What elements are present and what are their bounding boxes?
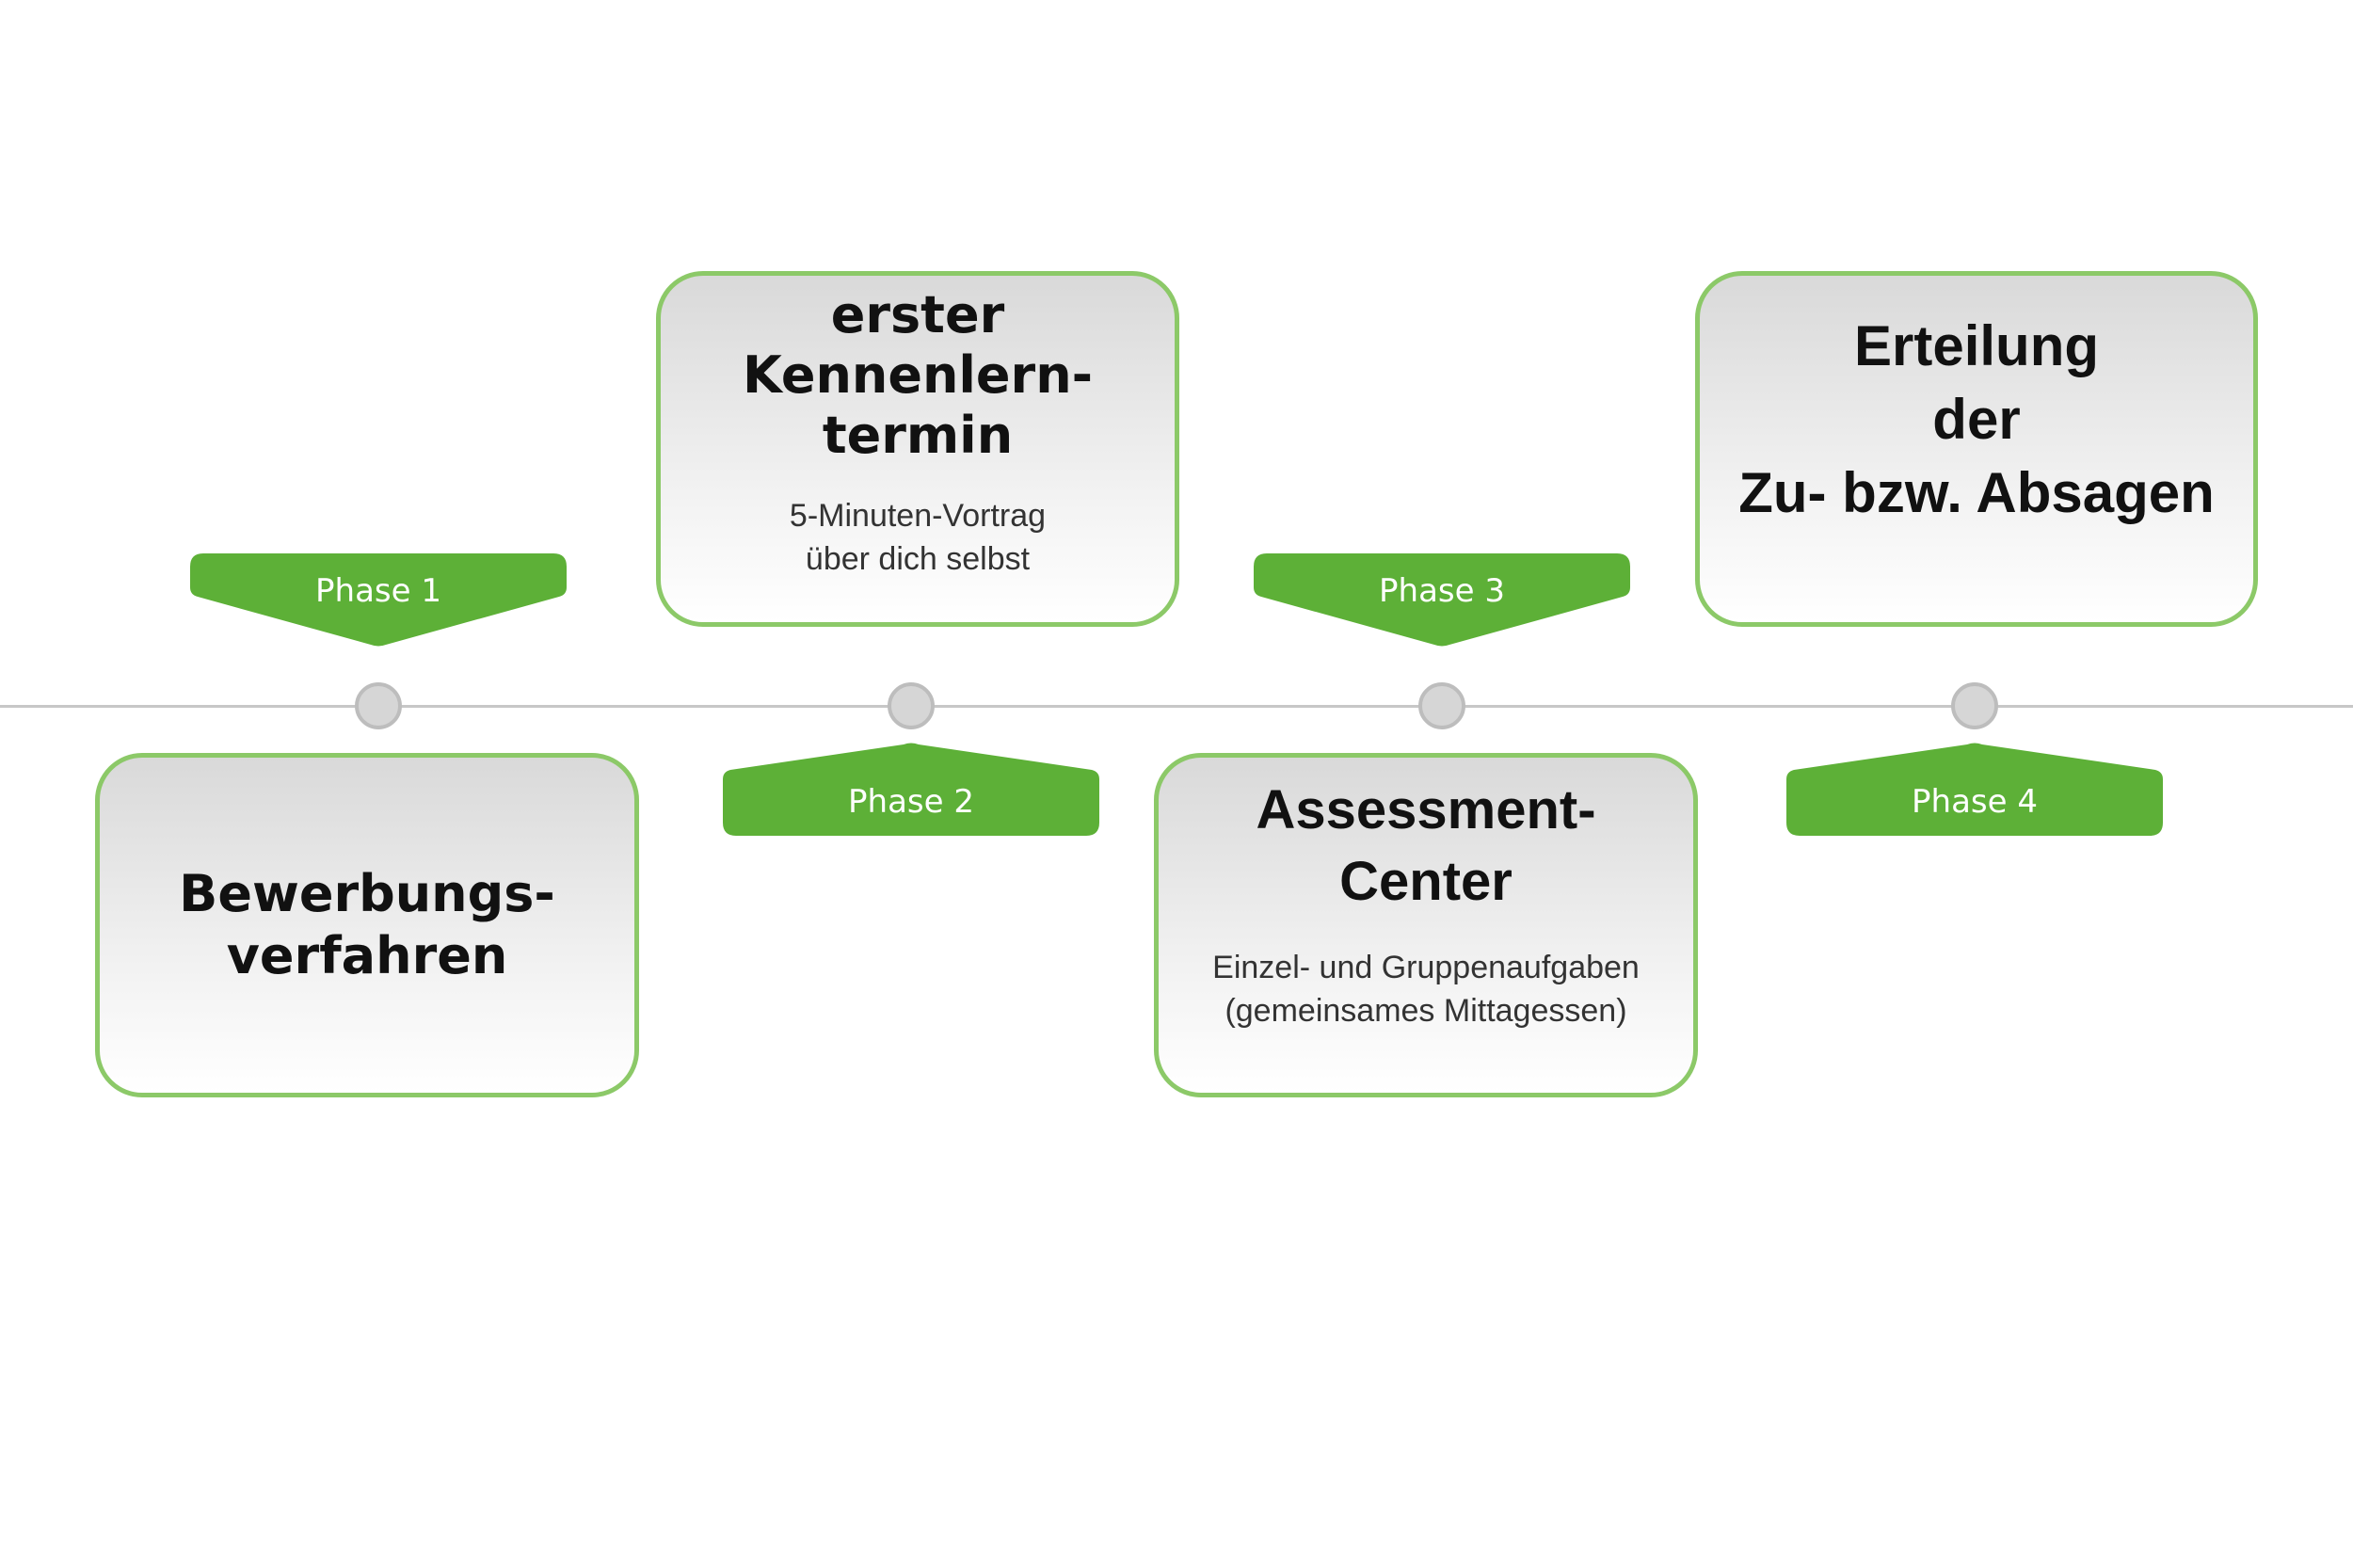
card-title: Assessment- Center bbox=[1256, 779, 1596, 912]
phase-tag-shape bbox=[1254, 553, 1630, 647]
phase-tag-shape bbox=[190, 553, 567, 647]
phase-tag-2: Phase 2 bbox=[723, 742, 1099, 836]
phase-label: Phase 1 bbox=[315, 572, 441, 610]
phase-1-card: Bewerbungs- verfahren bbox=[95, 753, 639, 1097]
timeline-node-4 bbox=[1951, 682, 1998, 729]
card-title: erster Kennenlern- termin bbox=[742, 285, 1094, 465]
phase-label: Phase 4 bbox=[1912, 783, 2038, 821]
phase-3-card: Assessment- Center Einzel- und Gruppenau… bbox=[1154, 753, 1698, 1097]
phase-tag-shape bbox=[723, 743, 1099, 836]
phase-2-card: erster Kennenlern- termin 5-Minuten-Vort… bbox=[656, 271, 1179, 627]
phase-label: Phase 2 bbox=[848, 783, 974, 821]
timeline-node-3 bbox=[1418, 682, 1465, 729]
timeline-axis bbox=[0, 705, 2353, 708]
timeline-node-2 bbox=[888, 682, 935, 729]
phase-tag-1: Phase 1 bbox=[190, 553, 567, 648]
phase-tag-shape bbox=[1786, 743, 2163, 836]
card-title: Bewerbungs- verfahren bbox=[179, 864, 555, 985]
timeline-node-1 bbox=[355, 682, 402, 729]
phase-tag-4: Phase 4 bbox=[1786, 742, 2163, 836]
card-title: Erteilung der Zu- bzw. Absagen bbox=[1738, 314, 2215, 524]
card-subtitle: 5-Minuten-Vortrag über dich selbst bbox=[789, 498, 1047, 577]
card-subtitle: Einzel- und Gruppenaufgaben (gemeinsames… bbox=[1212, 950, 1640, 1029]
phase-label: Phase 3 bbox=[1379, 572, 1505, 610]
phase-4-card: Erteilung der Zu- bzw. Absagen bbox=[1695, 271, 2258, 627]
phase-tag-3: Phase 3 bbox=[1254, 553, 1630, 648]
